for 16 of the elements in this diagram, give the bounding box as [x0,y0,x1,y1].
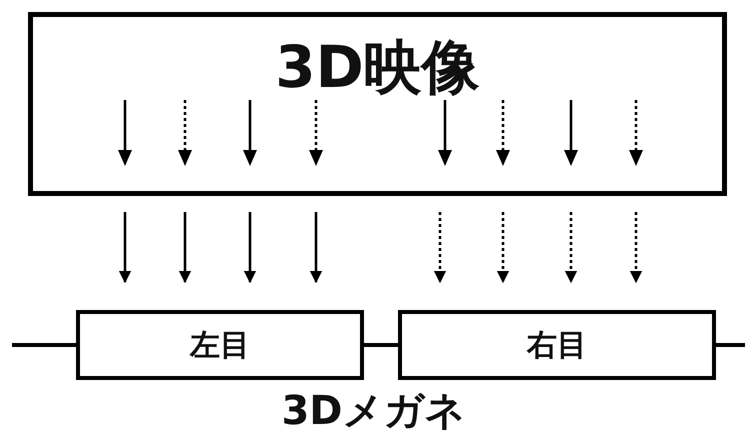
node-label: 右目 [527,326,587,364]
arrow [118,212,132,284]
arrow [496,212,510,284]
right-lens-box [398,310,716,380]
arrow [310,212,322,284]
glasses-bridge [364,343,398,347]
arrow [630,212,642,284]
left-lens-box [76,310,364,380]
screen-box [28,12,727,196]
arrow [564,212,578,284]
node-label: 左目 [190,326,250,364]
glasses-caption: 3Dメガネ [280,388,467,434]
arrow [244,212,256,284]
arrow [178,212,192,284]
arrow [434,212,446,284]
node-label: 3D映像 [275,32,480,103]
